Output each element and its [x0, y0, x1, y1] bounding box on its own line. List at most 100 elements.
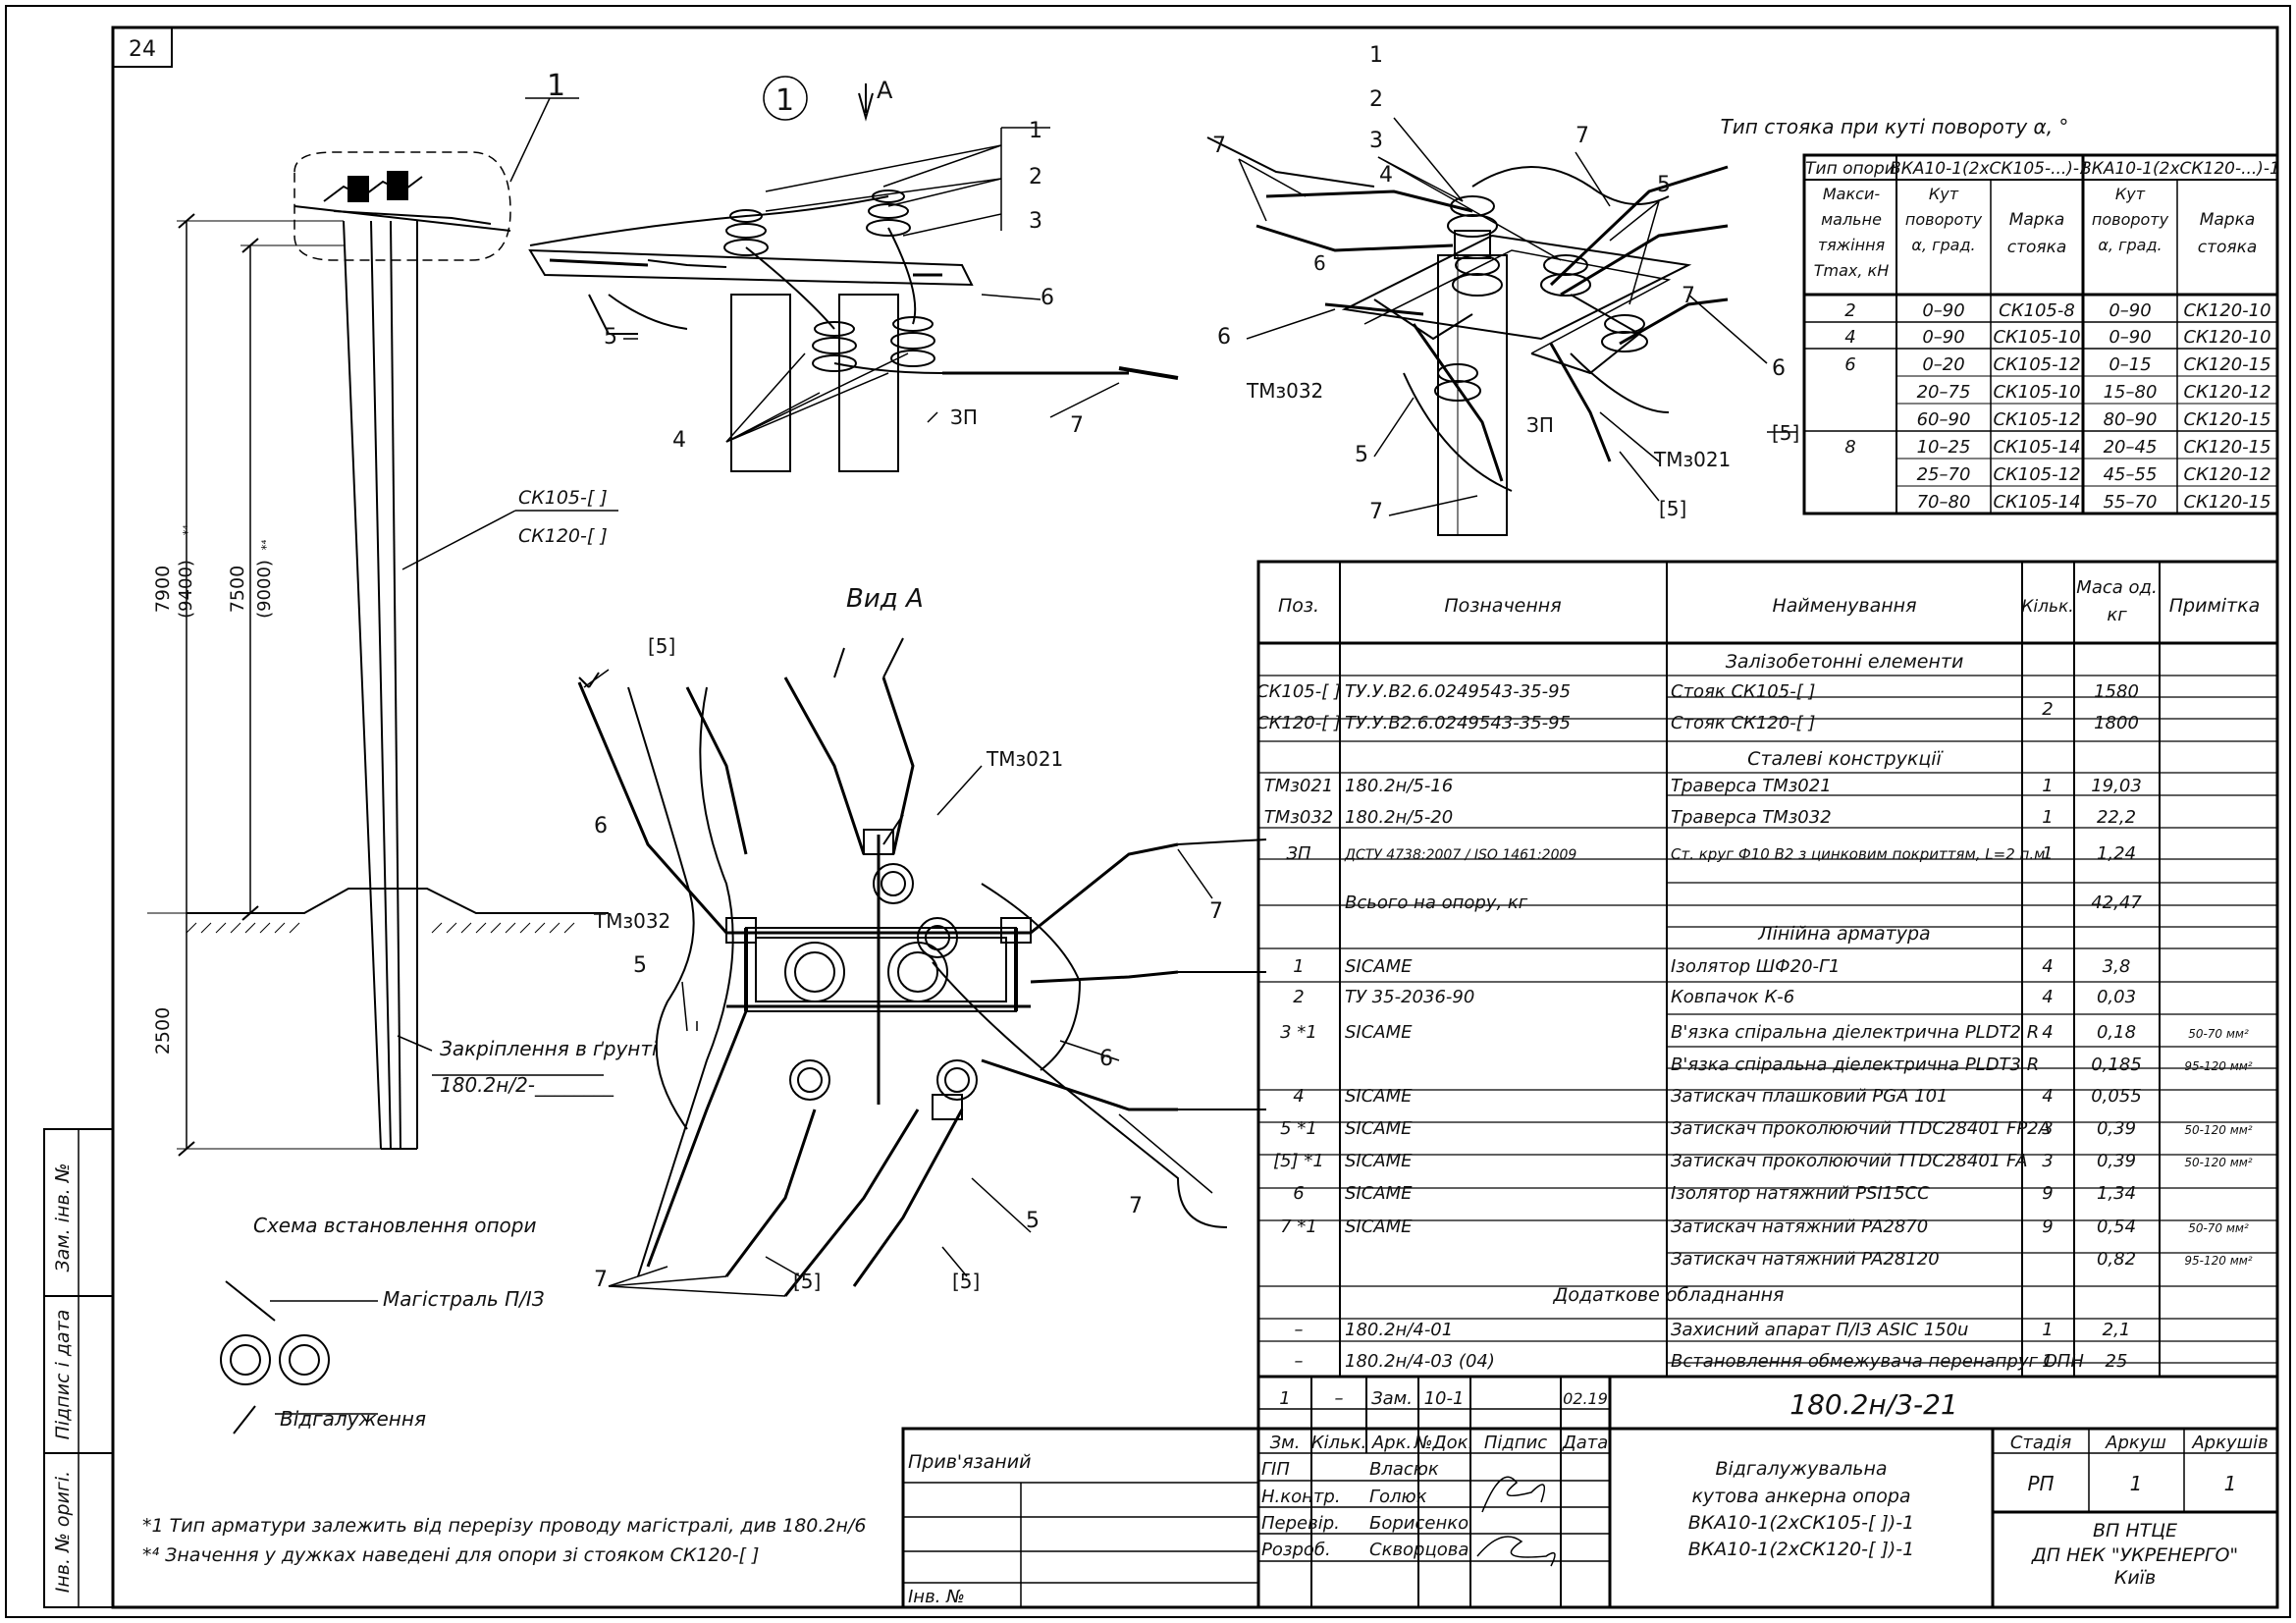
spec-cell-r11-c2: Затискач проколюючий TTDC28401 FP2A: [1671, 1118, 2051, 1139]
spec-cell-r4-c3: 1: [2042, 843, 2053, 864]
spec-cell-r3-c3: 1: [2042, 807, 2053, 828]
spec-cell-r3-c2: Траверса ТМз032: [1671, 807, 1832, 828]
spec-cell-r2-c1: 180.2н/5-16: [1345, 776, 1453, 796]
mainline-label: Магістраль П/ІЗ: [383, 1287, 545, 1311]
change-row-2: –: [1335, 1388, 1344, 1409]
spec-cell-r11-c1: SICAME: [1345, 1118, 1413, 1139]
spec-section-fittings: Лінійна арматура: [1757, 923, 1930, 945]
stamp-original-inv: Інв. № оригі.: [52, 1471, 74, 1593]
spec-cell-r10-c0: 4: [1293, 1086, 1304, 1107]
view-arrow-label: А: [877, 77, 893, 104]
angle-table-title: Тип стояка при куті повороту α, °: [1721, 115, 2069, 138]
spec-cell-r12-c3: 3: [2042, 1151, 2053, 1171]
viewa-label-6-right: 6: [1099, 1047, 1113, 1071]
angle-cell-r0-c2: СК105-8: [1999, 300, 2075, 321]
note-2: *⁴ Значення у дужках наведені для опори …: [142, 1544, 759, 1566]
stage-header-stage: Стадія: [2010, 1433, 2072, 1453]
spec-cell-r7-c3: 4: [2042, 987, 2053, 1007]
org-line-1: ВП НТЦЕ: [2093, 1520, 2177, 1542]
stage-header-sheet: Аркуш: [2105, 1433, 2166, 1453]
spec-cell-r12-c5: 50-120 мм²: [2184, 1156, 2252, 1169]
change-row-1: 1: [1279, 1388, 1290, 1409]
col-header-doc: №Док.: [1414, 1433, 1473, 1453]
iso-label-7d: 7: [1682, 284, 1695, 308]
angle-subheader-angle1: Кут повороту α, град.: [1904, 185, 1983, 254]
page-number-box: [112, 27, 173, 68]
angle-cell-r4-c2: СК105-12: [1993, 409, 2080, 430]
side-stamps: Зам. інв. № Підпис і дата Інв. № оригі.: [43, 1128, 114, 1608]
title-block-text: 180.2н/3-21 1 – Зам. 10-1 02.19 Зм. Кіль…: [908, 1388, 2269, 1607]
spec-header-qty: Кільк.: [2021, 597, 2073, 617]
spec-cell-r8-c0: 3 *1: [1280, 1022, 1317, 1043]
detail-label-5: 5: [604, 325, 617, 350]
angle-cell-r3-c1: 20–75: [1917, 382, 1971, 403]
pole-mark-120: СК120-[ ]: [518, 525, 608, 547]
name-checked: Борисенко: [1369, 1513, 1468, 1534]
iso-label-7c: 7: [1369, 500, 1383, 524]
iso-label-5: 5: [1657, 173, 1671, 197]
dim-height-above-alt: (9000): [254, 560, 275, 619]
spec-cell-r4-c0: ЗП: [1286, 843, 1311, 864]
doc-code: 180.2н/3-21: [1789, 1388, 1957, 1421]
view-a-drawing: [577, 637, 1267, 1297]
spec-cell-r1-c4: 1800: [2094, 713, 2139, 733]
dim-height-total: 7900: [152, 566, 174, 613]
org-line-2: ДП НЕК "УКРЕНЕРГО": [2031, 1544, 2238, 1566]
pole-scheme: [147, 97, 618, 1157]
spec-cell-r13-c1: SICAME: [1345, 1183, 1413, 1204]
spec-cell-r10-c1: SICAME: [1345, 1086, 1413, 1107]
spec-cell-r6-c3: 4: [2042, 956, 2053, 977]
angle-cell-r2-c2: СК105-12: [1993, 354, 2080, 375]
spec-section-extra: Додаткове обладнання: [1553, 1284, 1785, 1306]
detail-label-zp: ЗП: [950, 406, 978, 429]
angle-cell-r7-c3: 55–70: [2104, 492, 2158, 513]
node-callout-number: 1: [775, 83, 794, 118]
role-checked: Перевір.: [1261, 1513, 1340, 1534]
signature-2: [1476, 1536, 1556, 1567]
angle-subheader-tmax: Макси-мальне тяжіння Tmax, кН: [1813, 185, 1890, 280]
fixing-label: Закріплення в ґрунті: [440, 1037, 658, 1060]
angle-cell-r4-c4: СК120-15: [2183, 409, 2270, 430]
spec-cell-r4-c1: ДСТУ 4738:2007 / ISO 1461:2009: [1344, 847, 1576, 863]
detail-label-1: 1: [1029, 119, 1042, 143]
angle-header-sk105: ВКА10-1(2хСК105-...)-1: [1890, 159, 2090, 179]
spec-header-designation: Позначення: [1444, 595, 1561, 617]
spec-section-steel: Сталеві конструкції: [1747, 748, 1944, 770]
page-number: 24: [129, 37, 156, 62]
spec-cell-r10-c4: 0,055: [2091, 1086, 2142, 1107]
spec-cell-r12-c1: SICAME: [1345, 1151, 1413, 1171]
iso-label-2: 2: [1369, 87, 1383, 112]
iso-label-6c: 6: [1313, 251, 1326, 275]
angle-table: [1802, 153, 2279, 515]
spec-cell-r13-c2: Ізолятор натяжний PSI15CC: [1671, 1183, 1930, 1204]
spec-cell-r3-c4: 22,2: [2097, 807, 2136, 828]
spec-section-concrete: Залізобетонні елементи: [1726, 651, 1964, 673]
col-header-qty: Кільк.: [1311, 1433, 1367, 1453]
iso-label-7: 7: [1212, 134, 1226, 158]
angle-cell-r0-c1: 0–90: [1922, 300, 1964, 321]
spec-cell-r9-c2: В'язка спіральна діелектрична PLDT3 R: [1671, 1055, 2039, 1075]
spec-cell-r13-c4: 1,34: [2097, 1183, 2136, 1204]
pole-mark-105: СК105-[ ]: [518, 487, 608, 509]
spec-cell-r1-c2: Стояк СК120-[ ]: [1671, 713, 1815, 733]
spec-cell-r11-c0: 5 *1: [1280, 1118, 1317, 1139]
spec-sections: Залізобетонні елементи Сталеві конструкц…: [1553, 651, 1964, 1306]
spec-cell-r6-c4: 3,8: [2103, 956, 2131, 977]
spec-cell-r13-c3: 9: [2042, 1183, 2053, 1204]
angle-cell-r1-c3: 0–90: [2109, 327, 2151, 348]
detail-label-6: 6: [1041, 286, 1054, 310]
viewa-label-6-left: 6: [594, 814, 608, 839]
detail-label-7: 7: [1070, 413, 1084, 438]
fixing-ref: 180.2н/2-________: [440, 1073, 614, 1097]
viewa-label-tmz021: ТМз021: [986, 747, 1063, 771]
spec-cell-r11-c3: 3: [2042, 1118, 2053, 1139]
spec-cell-r0-c2: Стояк СК105-[ ]: [1671, 681, 1815, 702]
node-detail-view: [528, 76, 1179, 472]
spec-cell-r6-c0: 1: [1293, 956, 1304, 977]
isometric-view: [1206, 117, 1796, 536]
spec-cell-r10-c3: 4: [2042, 1086, 2053, 1107]
angle-cell-r3-c3: 15–80: [2104, 382, 2158, 403]
angle-header-type: Тип опори: [1805, 159, 1896, 179]
spec-cell-r8-c4: 0,18: [2097, 1022, 2136, 1043]
